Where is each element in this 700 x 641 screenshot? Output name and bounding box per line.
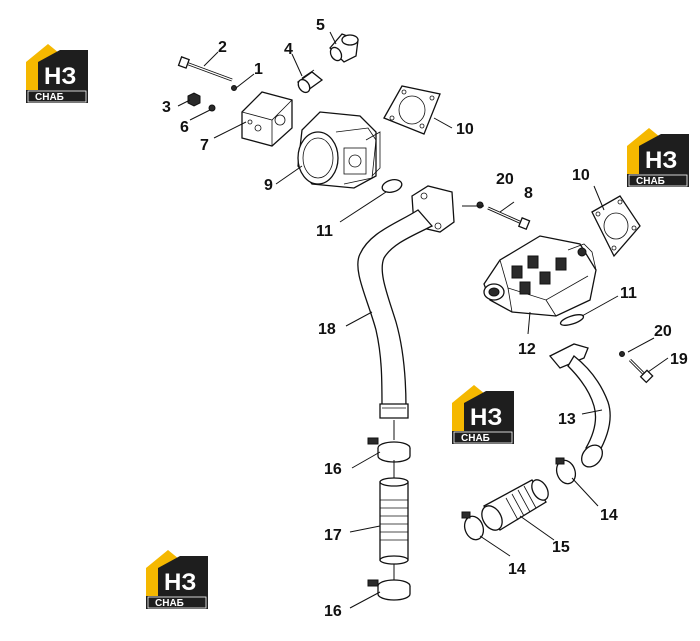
logo-word: СНАБ: [461, 433, 490, 444]
callout-14-left: 14: [508, 561, 526, 578]
part-gasket-10-top: [383, 85, 441, 135]
callout-2: 2: [218, 39, 227, 56]
callout-9: 9: [264, 177, 273, 194]
callout-15: 15: [552, 539, 570, 556]
part-clamp-14-right: [555, 457, 577, 485]
callout-8: 8: [524, 185, 533, 202]
part-fitting-4: [296, 69, 324, 94]
part-clamp-16-upper: [367, 437, 411, 463]
part-clamp-14-left: [461, 511, 485, 541]
part-flange-block-7: [241, 91, 293, 147]
part-clamp-16-lower: [367, 579, 411, 601]
callout-6: 6: [180, 119, 189, 136]
callout-20-upper: 20: [496, 171, 514, 188]
callout-7: 7: [200, 137, 209, 154]
part-pump-body-9: [297, 111, 381, 189]
callout-11-upper: 11: [316, 223, 333, 240]
part-washer-1: [231, 85, 237, 91]
callout-3: 3: [162, 99, 171, 116]
logo-word: СНАБ: [636, 176, 665, 187]
callout-16-upper: 16: [324, 461, 342, 478]
logo-letters: НЗ: [645, 147, 677, 174]
callout-13: 13: [558, 411, 576, 428]
part-gasket-10-right: [591, 195, 641, 258]
callout-10-right: 10: [572, 167, 590, 184]
part-suction-pipe-18: [357, 185, 455, 419]
callout-19: 19: [670, 351, 688, 368]
callout-16-lower: 16: [324, 603, 342, 620]
part-gear-pump-12: [483, 235, 597, 317]
callout-12: 12: [518, 341, 536, 358]
part-oring-11-lower: [559, 314, 585, 326]
callout-17: 17: [324, 527, 342, 544]
part-hose-15: [481, 479, 549, 531]
callout-1: 1: [254, 61, 263, 78]
logo-letters: НЗ: [470, 404, 502, 431]
logo-word: СНАБ: [155, 598, 184, 609]
leader-lines: [177, 31, 669, 609]
callout-5: 5: [316, 17, 325, 34]
part-bolt-2: [177, 56, 233, 82]
watermark-logo-bottomleft: НЗ СНАБ: [145, 549, 209, 610]
callout-18: 18: [318, 321, 336, 338]
logo-letters: НЗ: [44, 63, 76, 90]
callout-20-lower: 20: [654, 323, 672, 340]
part-pressure-pipe-13: [548, 343, 611, 468]
part-bolt-8: [487, 206, 531, 231]
callout-14-right: 14: [600, 507, 618, 524]
part-oring-11-upper: [381, 179, 403, 193]
watermark-logo-center: НЗ СНАБ: [451, 384, 515, 445]
callout-labels: 2 1 3 4 5 6 7 9 10 11 20 8 10 11 12 20 1…: [162, 17, 688, 620]
callout-10-top: 10: [456, 121, 474, 138]
watermark-logo-right: НЗ СНАБ: [626, 127, 690, 188]
logo-letters: НЗ: [164, 569, 196, 596]
part-hose-17: [379, 477, 409, 565]
callout-4: 4: [284, 41, 293, 58]
part-nut-3: [187, 92, 201, 107]
part-washer-20-upper: [476, 201, 484, 209]
part-washer-20-lower: [619, 351, 625, 357]
logo-word: СНАБ: [35, 92, 64, 103]
part-washer-6: [208, 104, 216, 112]
callout-11-lower: 11: [620, 285, 637, 302]
part-elbow-5: [329, 33, 359, 63]
part-bolt-19: [628, 358, 654, 384]
watermark-logo-topleft: НЗ СНАБ: [25, 43, 89, 104]
